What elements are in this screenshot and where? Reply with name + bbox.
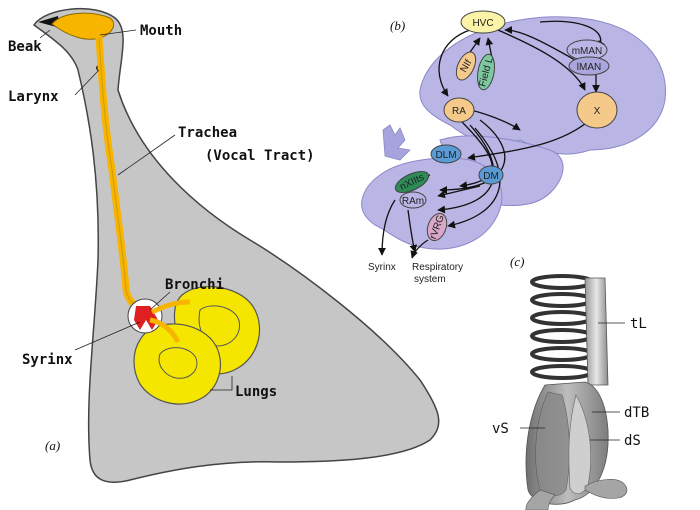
node-dlm-label: DLM bbox=[435, 150, 456, 161]
label-syrinx: Syrinx bbox=[22, 352, 73, 368]
panel-a: Beak Mouth Larynx Trachea (Vocal Tract) … bbox=[8, 9, 439, 483]
node-lman-label: lMAN bbox=[577, 62, 601, 73]
panel-b: HVC NIf Field L mMAN lMAN RA X DLM DM nX… bbox=[362, 11, 666, 285]
cerebellum-folds bbox=[383, 125, 410, 160]
tl-muscle bbox=[585, 278, 608, 385]
label-dtb: dTB bbox=[624, 405, 649, 421]
label-larynx: Larynx bbox=[8, 89, 59, 105]
trachea-rings bbox=[532, 276, 592, 378]
node-hvc-label: HVC bbox=[472, 18, 493, 29]
label-vs: vS bbox=[492, 421, 509, 437]
panel-b-tag: (b) bbox=[390, 18, 405, 33]
label-vocal-tract: (Vocal Tract) bbox=[205, 148, 315, 164]
node-dm-label: DM bbox=[483, 171, 499, 182]
label-beak: Beak bbox=[8, 39, 42, 55]
panel-a-tag: (a) bbox=[45, 438, 60, 453]
node-mman-label: mMAN bbox=[572, 46, 603, 57]
output-syrinx: Syrinx bbox=[368, 262, 396, 273]
node-x-label: X bbox=[594, 106, 601, 117]
panel-c: (c) tL dTB vS dS bbox=[492, 254, 649, 510]
brain-forebrain bbox=[420, 17, 666, 154]
bird-body bbox=[34, 9, 439, 483]
label-mouth: Mouth bbox=[140, 23, 182, 39]
node-ra-label: RA bbox=[452, 106, 466, 117]
label-lungs: Lungs bbox=[235, 384, 277, 400]
label-bronchi: Bronchi bbox=[165, 277, 224, 293]
output-respiratory-line1: Respiratory bbox=[412, 262, 463, 273]
output-respiratory: Respiratory system bbox=[412, 262, 466, 285]
label-ds: dS bbox=[624, 433, 641, 449]
node-ram-label: RAm bbox=[402, 196, 424, 207]
label-trachea: Trachea bbox=[178, 125, 237, 141]
output-respiratory-line2: system bbox=[414, 274, 446, 285]
label-tl: tL bbox=[630, 316, 647, 332]
panel-c-tag: (c) bbox=[510, 254, 524, 269]
